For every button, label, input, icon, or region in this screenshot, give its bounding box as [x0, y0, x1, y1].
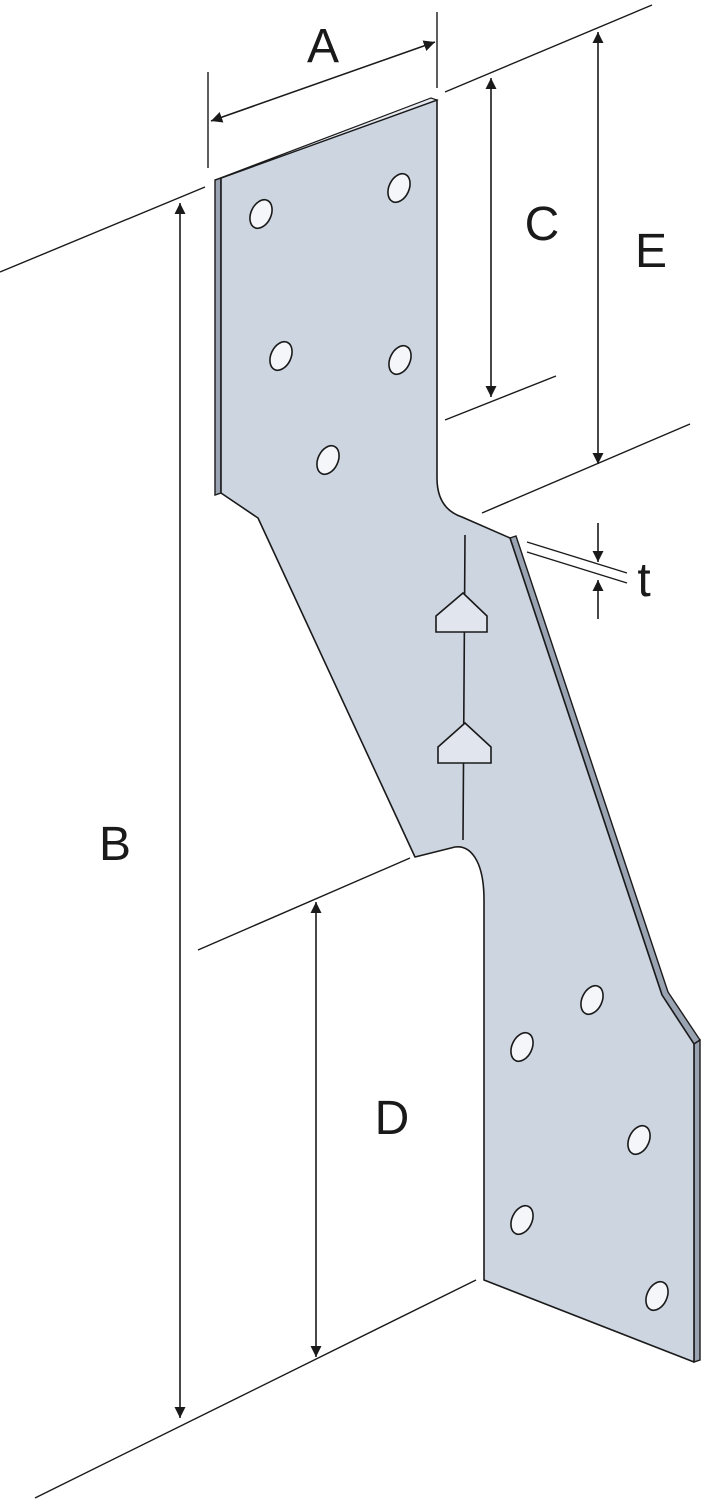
- bend-arrow-upper: [435, 591, 488, 633]
- nail-hole: [510, 1204, 534, 1236]
- plate-edge-bottom-right: [693, 1038, 701, 1363]
- reference-line-top-left: [0, 186, 206, 273]
- dimension-label-t: t: [637, 554, 650, 607]
- bend-arrow-lower: [437, 721, 492, 764]
- bend-line: [462, 534, 466, 841]
- nail-hole: [645, 1280, 669, 1312]
- reference-line-d-top: [197, 857, 411, 951]
- nail-holes: [249, 172, 669, 1312]
- nail-hole: [510, 1031, 534, 1063]
- strap-plate: [214, 97, 701, 1363]
- nail-hole: [627, 1124, 651, 1156]
- nail-hole: [387, 172, 411, 204]
- dimension-label-c: C: [525, 198, 560, 251]
- nail-hole: [580, 984, 604, 1016]
- dimension-label-e: E: [635, 225, 667, 278]
- plate-edge-left: [214, 177, 222, 496]
- dimension-arrows: [174, 32, 604, 1418]
- thickness-line-bottom: [526, 551, 628, 584]
- nail-hole: [249, 198, 273, 230]
- reference-line-bottom: [34, 1279, 477, 1499]
- reference-line-c-bottom: [444, 375, 557, 421]
- thickness-line-top: [526, 541, 628, 574]
- dimension-label-d: D: [375, 1092, 410, 1145]
- nail-hole: [316, 444, 340, 476]
- reference-line-top-right: [444, 4, 653, 93]
- dimension-a-arrow: [210, 40, 436, 123]
- reference-line-e-bottom: [481, 423, 691, 514]
- nail-hole: [269, 340, 293, 372]
- dimension-label-b: B: [99, 818, 131, 871]
- dimension-label-a: A: [307, 20, 339, 73]
- nail-hole: [388, 344, 412, 376]
- reference-lines: [0, 4, 691, 1499]
